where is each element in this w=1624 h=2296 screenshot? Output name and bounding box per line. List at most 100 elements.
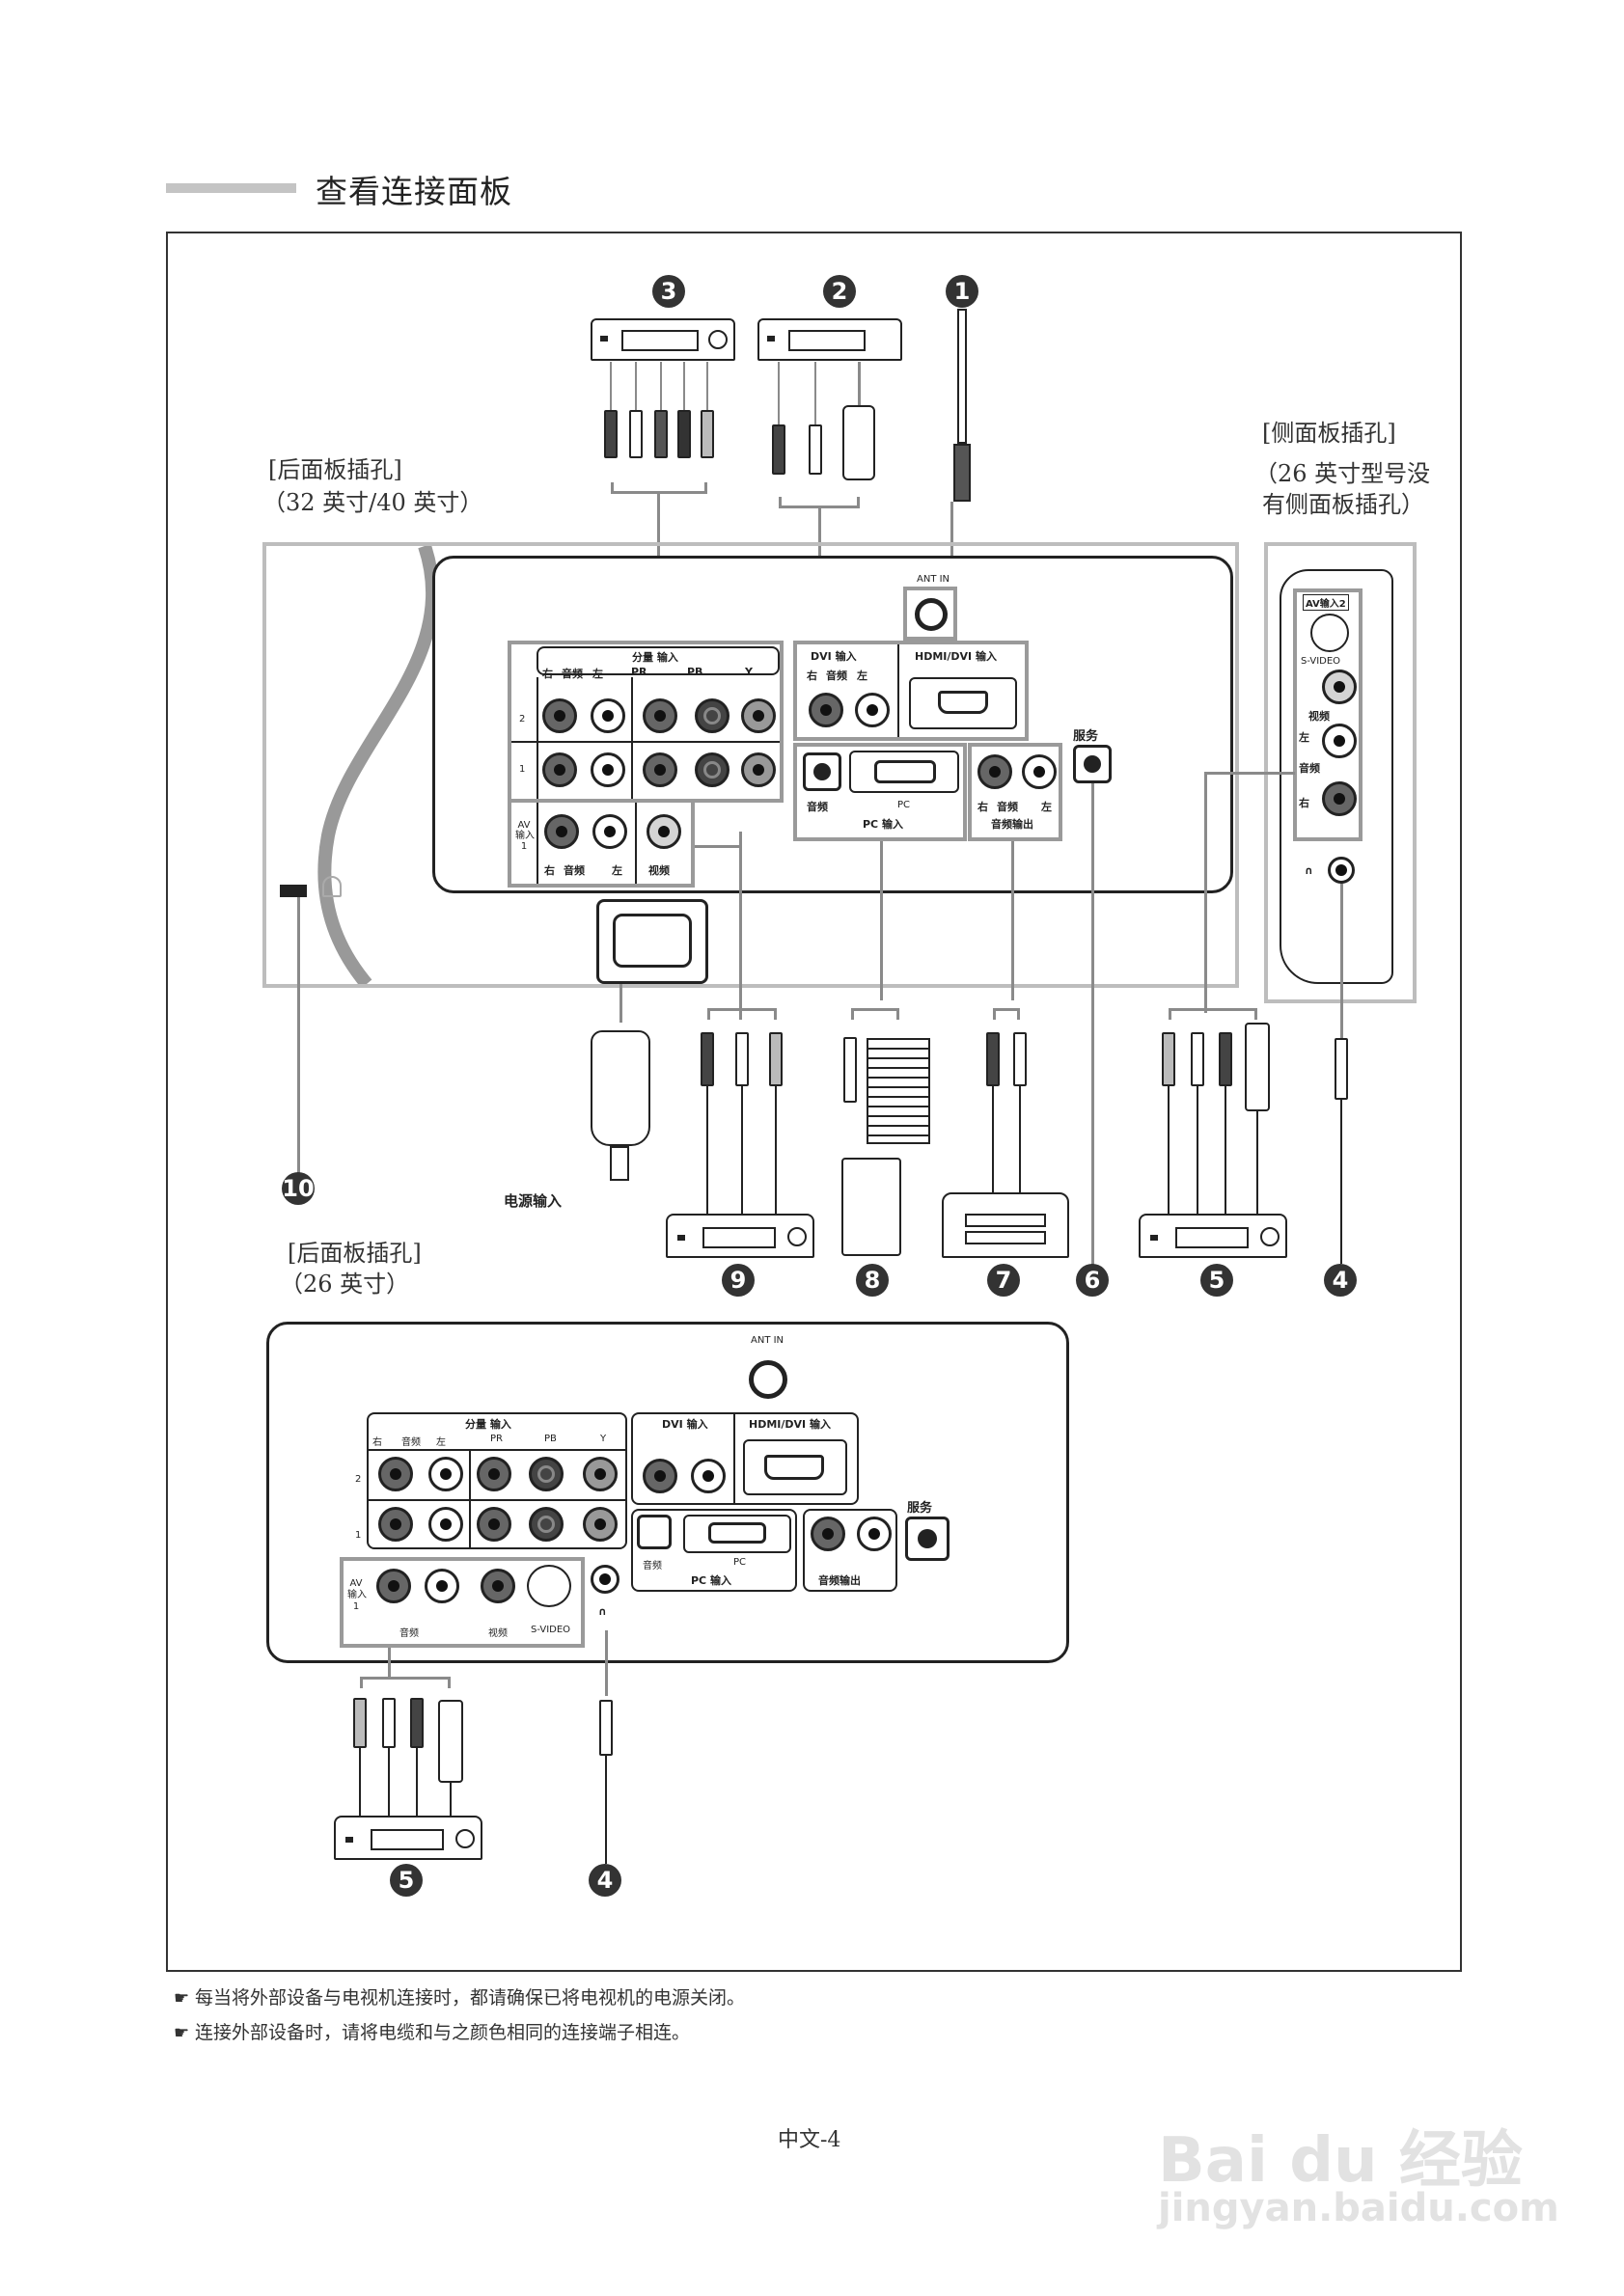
side-video-jack[interactable] <box>1322 670 1357 704</box>
av-input-2-group: AV输入2 S-VIDEO 视频 左 音频 右 <box>1293 588 1363 841</box>
component1-audio-r-jack[interactable] <box>542 752 577 787</box>
small-comp2-pr-jack[interactable] <box>477 1457 511 1491</box>
callout-8: 8 <box>856 1264 889 1297</box>
small-audio-out-l-jack[interactable] <box>857 1517 892 1551</box>
note-2: ☛连接外部设备时，请将电缆和与之颜色相同的连接端子相连。 <box>174 2018 690 2048</box>
audio-out-r-jack[interactable] <box>977 754 1012 789</box>
rca-plug-pb <box>677 410 691 458</box>
small-comp1-r-jack[interactable] <box>378 1507 413 1542</box>
small-comp1-pb-jack[interactable] <box>529 1507 564 1542</box>
av1-title-1: AV <box>517 820 531 831</box>
power-inlet[interactable] <box>596 899 708 984</box>
component-input-title: 分量 输入 <box>632 651 678 664</box>
component2-y-jack[interactable] <box>741 698 776 733</box>
component-y-label: Y <box>745 666 753 678</box>
pointing-hand-icon: ☛ <box>174 1988 190 2009</box>
antenna-plug-icon <box>953 444 971 502</box>
component2-pb-jack[interactable] <box>695 698 729 733</box>
rear-panel-small-label: [后面板插孔] <box>288 1240 422 1267</box>
av-input-1-group: AV 输入 1 右 音频 左 视频 <box>508 799 695 888</box>
pc-audio-label: 音频 <box>807 801 828 813</box>
small-audio-out-r-jack[interactable] <box>811 1517 845 1551</box>
small-comp2-r-jack[interactable] <box>378 1457 413 1491</box>
small-comp1-pr-jack[interactable] <box>477 1507 511 1542</box>
av1-video-jack[interactable] <box>647 814 681 849</box>
small-comp1-y-jack[interactable] <box>583 1507 618 1542</box>
small-component-group: 分量 输入 右 音频 左 PR PB Y <box>367 1412 627 1549</box>
side-panel-note-2: 有侧面板插孔） <box>1262 491 1424 518</box>
small-dvi-l-jack[interactable] <box>691 1459 726 1493</box>
lock-icon <box>322 876 342 897</box>
small-dvi-r-jack[interactable] <box>643 1459 677 1493</box>
hdmi-port[interactable] <box>938 691 988 714</box>
rca-plug-red <box>410 1698 424 1748</box>
pc-input-title: PC 输入 <box>863 818 903 831</box>
kensington-slot-icon <box>280 885 307 897</box>
small-av1-title-3: 1 <box>352 1601 360 1612</box>
dvi-audio-label: 音频 <box>826 670 847 682</box>
row-label-2: 2 <box>519 714 526 724</box>
av1-audio-label: 音频 <box>564 864 585 877</box>
small-dvi-title: DVI 输入 <box>662 1418 708 1431</box>
callout-2: 2 <box>823 275 856 308</box>
audio-out-l-jack[interactable] <box>1022 754 1057 789</box>
small-av1-r-jack[interactable] <box>376 1569 411 1603</box>
small-hdmi-port[interactable] <box>764 1455 824 1480</box>
side-audio-l-jack[interactable] <box>1322 724 1357 758</box>
component1-audio-l-jack[interactable] <box>591 752 625 787</box>
component2-audio-l-jack[interactable] <box>591 698 625 733</box>
component2-audio-r-jack[interactable] <box>542 698 577 733</box>
small-headphone-jack[interactable] <box>591 1565 619 1594</box>
small-av1-title-2: 输入 <box>347 1590 367 1600</box>
component1-y-jack[interactable] <box>741 752 776 787</box>
av1-audio-left: 左 <box>612 864 622 877</box>
component2-pr-jack[interactable] <box>643 698 677 733</box>
rca-plug-white <box>382 1698 396 1748</box>
small-comp1-l-jack[interactable] <box>428 1507 463 1542</box>
dvi-audio-right: 右 <box>807 670 817 682</box>
small-pc-label: PC <box>733 1557 747 1568</box>
small-pc-title: PC 输入 <box>691 1574 731 1587</box>
vga-port[interactable] <box>874 760 936 783</box>
small-comp2-pb-jack[interactable] <box>529 1457 564 1491</box>
side-headphone-jack[interactable] <box>1328 857 1355 884</box>
rca-plug-red <box>1219 1032 1232 1086</box>
component1-pr-jack[interactable] <box>643 752 677 787</box>
side-svideo-jack[interactable] <box>1310 614 1349 652</box>
av1-audio-r-jack[interactable] <box>544 814 579 849</box>
small-ant-in-jack[interactable] <box>749 1360 787 1399</box>
rca-plug-red <box>604 410 618 458</box>
small-av1-group: AV 输入 1 音频 视频 S-VIDEO <box>340 1557 585 1648</box>
small-svideo-jack[interactable] <box>527 1565 571 1607</box>
pc-audio-jack[interactable] <box>803 752 841 791</box>
dvi-audio-r-jack[interactable] <box>809 693 843 727</box>
side-video-label: 视频 <box>1308 710 1330 723</box>
small-av1-audio-label: 音频 <box>399 1628 419 1639</box>
callout-1: 1 <box>946 275 978 308</box>
pc-tower-icon <box>841 1158 901 1256</box>
small-pc-audio-jack[interactable] <box>637 1515 672 1549</box>
small-comp2-l-jack[interactable] <box>428 1457 463 1491</box>
ant-in-jack[interactable] <box>915 598 948 631</box>
small-ant-in-label: ANT IN <box>751 1335 784 1346</box>
component1-pb-jack[interactable] <box>695 752 729 787</box>
rca-plug-white <box>1191 1032 1204 1086</box>
service-jack[interactable] <box>1073 745 1112 783</box>
rca-plug-pr <box>654 410 668 458</box>
small-y-label: Y <box>600 1434 607 1444</box>
small-comp2-y-jack[interactable] <box>583 1457 618 1491</box>
small-av1-l-jack[interactable] <box>425 1569 459 1603</box>
small-vga-port[interactable] <box>708 1522 766 1544</box>
small-av1-video-jack[interactable] <box>481 1569 515 1603</box>
small-service-jack[interactable] <box>905 1517 950 1561</box>
rca-plug-white <box>735 1032 749 1086</box>
small-hdmi-title: HDMI/DVI 输入 <box>749 1418 831 1431</box>
small-camcorder-device-icon <box>334 1816 482 1860</box>
watermark-url: jingyan.baidu.com <box>1158 2186 1559 2230</box>
small-headphone-plug-icon <box>599 1700 613 1756</box>
side-audio-r-jack[interactable] <box>1322 781 1357 816</box>
av1-audio-l-jack[interactable] <box>592 814 627 849</box>
title-decoration-bar <box>166 183 296 193</box>
dvi-audio-l-jack[interactable] <box>855 693 890 727</box>
small-audio-out-group: 音频输出 <box>803 1509 897 1592</box>
